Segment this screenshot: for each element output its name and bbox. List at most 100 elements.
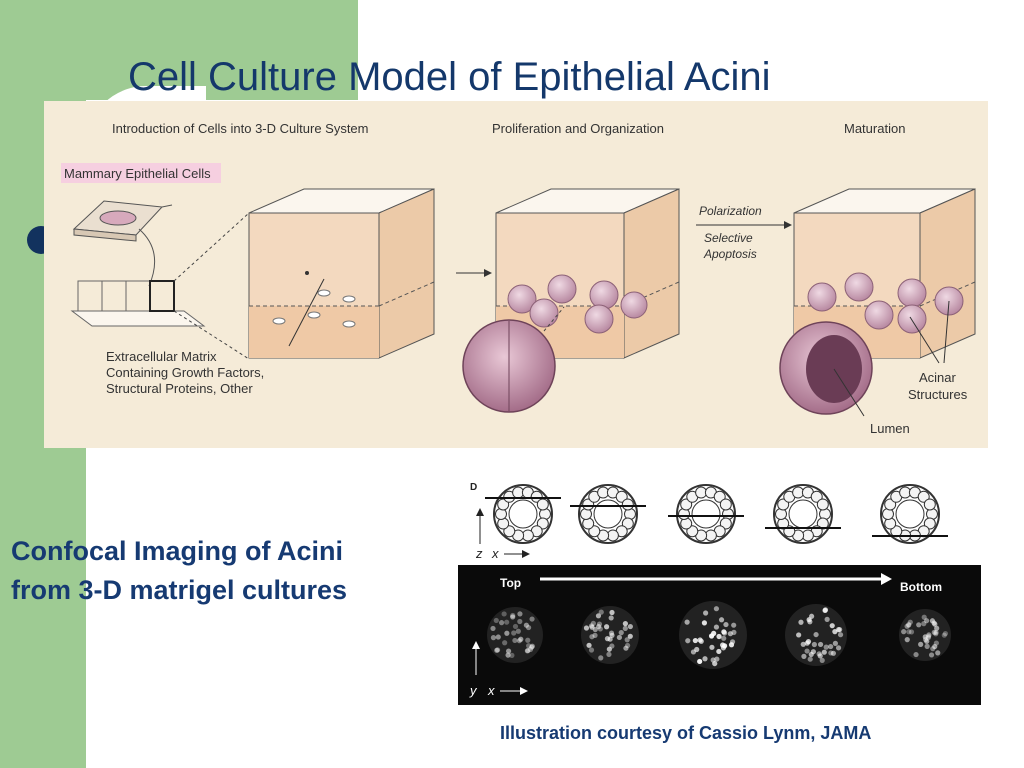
nucleus-dot <box>598 655 604 661</box>
nucleus-dot <box>907 619 913 625</box>
nucleus-dot <box>913 651 919 658</box>
nucleus-dot <box>588 647 595 653</box>
nucleus-dot <box>796 632 802 638</box>
nucleus-dot <box>624 637 630 643</box>
nucleus-dot <box>904 637 910 643</box>
nucleus-dot <box>596 623 602 630</box>
nucleus-dot <box>817 641 824 648</box>
nucleus-dot <box>609 632 615 638</box>
nucleus-dot <box>684 619 690 625</box>
nucleus-dot <box>813 631 819 638</box>
nucleus-dot <box>694 646 700 653</box>
nucleus-dot <box>918 641 924 647</box>
axis-x-label-bottom: x <box>487 683 495 698</box>
nucleus-dot <box>908 629 915 635</box>
lumen-pointer <box>833 368 865 417</box>
acinus-ring-set <box>485 484 948 544</box>
nucleus-dot <box>511 630 517 636</box>
axis-y-label: y <box>469 683 478 698</box>
nucleus-dot <box>525 637 531 643</box>
nucleus-dot <box>525 647 531 654</box>
nucleus-dot <box>606 646 612 652</box>
ring-lumen <box>593 499 623 529</box>
nucleus-dot <box>832 640 838 646</box>
nucleus-dot <box>828 643 834 650</box>
nucleus-dot <box>829 623 835 629</box>
nucleus-dot <box>586 642 592 648</box>
nucleus-dot <box>589 624 595 630</box>
nucleus-dot <box>923 618 930 624</box>
nucleus-dot <box>504 630 510 636</box>
nucleus-dot <box>807 656 813 662</box>
nucleus-dot <box>816 651 822 657</box>
nucleus-dot <box>685 638 691 644</box>
axis-d-label: D <box>470 482 477 493</box>
direction-start-label: Top <box>500 576 521 590</box>
nucleus-dot <box>618 630 624 636</box>
ring-lumen <box>895 499 925 529</box>
nucleus-dot <box>505 648 512 654</box>
ring-cell <box>536 498 549 511</box>
nucleus-dot <box>494 647 501 653</box>
culture-box-introduction <box>248 188 435 359</box>
nucleus-dot <box>708 633 715 639</box>
nucleus-dot <box>494 647 500 653</box>
nucleus-dot <box>806 617 812 623</box>
nucleus-dot <box>697 637 703 643</box>
nucleus-dot <box>934 625 940 631</box>
culture-box-maturation <box>793 188 976 359</box>
nucleus-dot <box>731 622 737 628</box>
nucleus-dot <box>523 622 529 628</box>
petri-dish <box>72 200 173 242</box>
nucleus-dot <box>709 644 715 650</box>
nucleus-dot <box>718 617 725 623</box>
nucleus-dot <box>941 632 947 638</box>
nucleus-dot <box>589 634 595 640</box>
nucleus-dot <box>596 621 603 627</box>
nucleus-dot <box>821 649 827 655</box>
scan-schematic-drawing: D z x <box>470 482 948 561</box>
nucleus-dot <box>524 648 531 654</box>
nucleus-dot <box>723 621 729 628</box>
stage-label-maturation: Maturation <box>844 121 905 136</box>
nucleus-dot <box>529 643 535 649</box>
axis-x-label-top: x <box>491 546 499 561</box>
direction-arrowhead <box>881 573 892 585</box>
nucleus-dot <box>729 639 736 645</box>
nucleus-dot <box>721 635 727 641</box>
nucleus-dot <box>703 610 709 616</box>
cells-label: Mammary Epithelial Cells <box>64 166 211 181</box>
ring-cell <box>621 498 634 511</box>
nucleus-dot <box>837 627 843 633</box>
nucleus-dot <box>916 622 922 628</box>
nucleus-dot <box>606 651 612 657</box>
nucleus-dot <box>609 609 615 616</box>
nucleus-dot <box>942 630 949 637</box>
nucleus-dot <box>702 656 708 662</box>
ring-lumen <box>691 499 721 529</box>
nucleus-dot <box>819 657 825 663</box>
apoptosis-label-1: Selective <box>704 231 753 245</box>
axis-vertical-arrowhead-bottom <box>472 641 480 649</box>
stage-label-introduction: Introduction of Cells into 3-D Culture S… <box>112 121 369 136</box>
nucleus-dot <box>714 656 720 662</box>
culture-box-proliferation <box>495 188 680 359</box>
nucleus-dot <box>823 644 829 650</box>
nucleus-dot <box>800 641 806 647</box>
nucleus-dot <box>731 629 737 635</box>
nucleus-dot <box>509 652 515 658</box>
nucleus-dot <box>701 620 708 626</box>
culture-illustration: Introduction of Cells into 3-D Culture S… <box>44 101 988 448</box>
nucleus-dot <box>623 645 629 651</box>
nucleus-dot <box>906 629 912 635</box>
nucleus-dot <box>505 652 511 658</box>
illustration-drawing: Introduction of Cells into 3-D Culture S… <box>61 121 976 436</box>
nucleus-dot <box>932 643 938 650</box>
acinar-label-2: Structures <box>908 387 968 402</box>
nucleus-dot <box>712 660 718 667</box>
nucleus-dot <box>828 650 834 656</box>
nucleus-dot <box>517 618 523 625</box>
scan-schematic-panel: D z x <box>458 474 981 565</box>
nucleus-dot <box>622 621 628 627</box>
nucleus-dot <box>713 624 720 630</box>
